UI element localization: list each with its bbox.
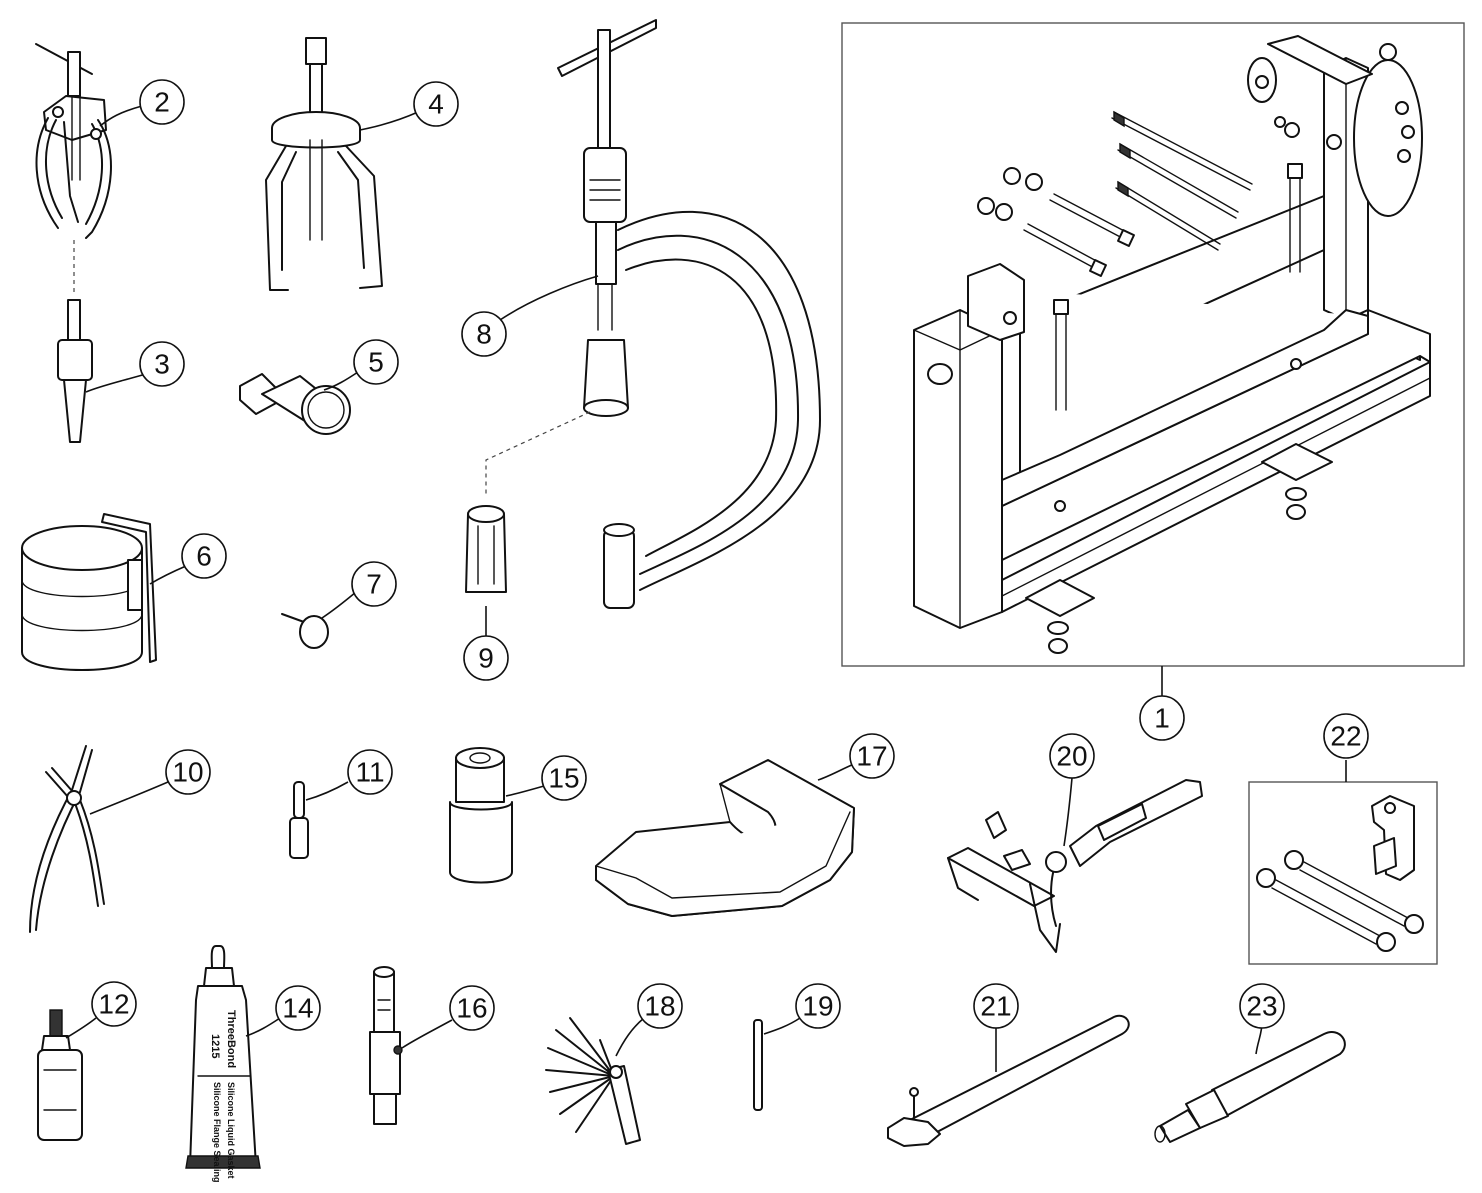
svg-text:2: 2 <box>154 87 170 118</box>
part-17-support-block <box>595 759 855 917</box>
callout-12: 12 <box>91 981 137 1027</box>
tube-brand-label: ThreeBond <box>225 1010 237 1068</box>
svg-text:17: 17 <box>856 741 887 772</box>
part-4-bearing-puller <box>265 37 383 291</box>
part-7-pin <box>281 613 329 649</box>
callout-14: 14 <box>275 985 321 1031</box>
callout-23: 23 <box>1239 983 1285 1029</box>
svg-text:6: 6 <box>196 541 212 572</box>
svg-text:12: 12 <box>98 989 129 1020</box>
part-2-gear-puller <box>35 43 112 296</box>
part-16-plug-socket <box>369 966 403 1125</box>
part-9-sleeve <box>465 505 507 593</box>
svg-text:5: 5 <box>368 347 384 378</box>
svg-text:11: 11 <box>355 757 384 788</box>
part-1-frame-box <box>841 22 1465 667</box>
callout-2: 2 <box>139 79 185 125</box>
svg-text:14: 14 <box>282 993 313 1024</box>
callout-22: 22 <box>1323 713 1369 759</box>
svg-text:19: 19 <box>802 991 833 1022</box>
callout-6: 6 <box>181 533 227 579</box>
callout-19: 19 <box>795 983 841 1029</box>
svg-text:23: 23 <box>1246 991 1277 1022</box>
callout-17: 17 <box>849 733 895 779</box>
part-5-socket-adapter <box>239 373 351 435</box>
part-1-engine-stand <box>841 22 1465 667</box>
callout-10: 10 <box>165 749 211 795</box>
svg-text:8: 8 <box>476 319 492 350</box>
part-11-drift <box>289 781 309 859</box>
callout-21: 21 <box>973 983 1019 1029</box>
callout-18: 18 <box>637 983 683 1029</box>
callout-1: 1 <box>1139 695 1185 741</box>
callout-4: 4 <box>413 81 459 127</box>
callout-20: 20 <box>1049 733 1095 779</box>
part-22-bracket-kit <box>1248 781 1438 965</box>
tube-desc-1-label: Silicone Liquid Gasket <box>226 1082 236 1179</box>
svg-text:3: 3 <box>154 349 170 380</box>
part-8-valve-compressor <box>485 19 821 609</box>
part-21-flywheel-holder <box>887 1015 1130 1147</box>
callout-11: 11 <box>347 749 393 795</box>
part-12-bottle <box>37 1009 83 1141</box>
part-23-installer <box>1154 1031 1346 1143</box>
callout-bubbles: 1 2 3 4 5 6 7 8 <box>91 79 1369 1031</box>
part-15-socket <box>449 747 513 884</box>
svg-text:1: 1 <box>1154 703 1170 734</box>
callout-9: 9 <box>463 635 509 681</box>
svg-text:21: 21 <box>980 991 1011 1022</box>
svg-text:20: 20 <box>1056 741 1087 772</box>
stand-bolts <box>977 110 1303 411</box>
svg-text:10: 10 <box>172 757 203 788</box>
callout-15: 15 <box>541 755 587 801</box>
callout-7: 7 <box>351 561 397 607</box>
leader-lines <box>65 105 1347 1072</box>
part-3-adapter <box>57 299 93 443</box>
svg-text:16: 16 <box>456 993 487 1024</box>
tube-code-label: 1215 <box>209 1034 221 1058</box>
svg-text:15: 15 <box>548 763 579 794</box>
callout-16: 16 <box>449 985 495 1031</box>
part-22-frame-box <box>1248 781 1438 965</box>
part-19-pin-rod <box>753 1019 763 1111</box>
part-20-clutch-holder <box>947 779 1203 953</box>
svg-text:18: 18 <box>644 991 675 1022</box>
callout-5: 5 <box>353 339 399 385</box>
part-6-ring-compressor <box>21 513 157 671</box>
svg-text:4: 4 <box>428 89 444 120</box>
part-14-sealant-tube: ThreeBond 1215 Silicone Liquid Gasket Si… <box>185 945 261 1183</box>
tube-desc-2-label: Silicone Flange Sealing <box>212 1082 222 1183</box>
svg-text:7: 7 <box>366 569 382 600</box>
part-10-pliers <box>29 745 105 933</box>
callout-3: 3 <box>139 341 185 387</box>
svg-text:9: 9 <box>478 643 494 674</box>
callout-8: 8 <box>461 311 507 357</box>
part-18-feeler-gauge <box>545 1017 641 1145</box>
svg-text:22: 22 <box>1330 721 1361 752</box>
